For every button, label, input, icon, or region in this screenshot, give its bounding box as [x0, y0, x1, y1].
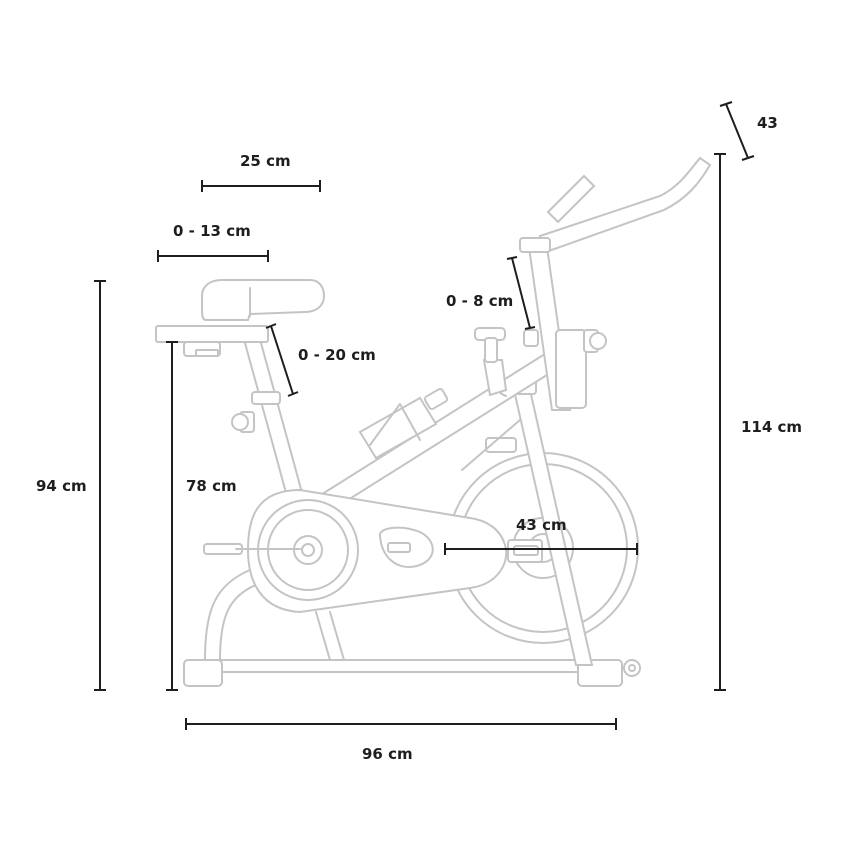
bike-outline	[155, 156, 712, 687]
top-tube	[298, 350, 560, 522]
handlebars	[519, 156, 712, 254]
length-label: 96 cm	[362, 745, 413, 763]
handlebar-depth-line	[719, 101, 755, 161]
seat-length-line	[201, 180, 321, 192]
handlebar-adjust-label: 0 - 8 cm	[446, 292, 514, 310]
flywheel-label: 43 cm	[516, 516, 567, 534]
seat-length-label: 25 cm	[240, 152, 291, 170]
seat-min-height-line	[166, 341, 178, 691]
seat-horizontal-adjust-label: 0 - 13 cm	[173, 222, 251, 240]
max-height-line	[714, 153, 726, 691]
bottle-cage	[358, 388, 449, 460]
seat-max-height-label: 94 cm	[36, 477, 87, 495]
handlebar-adjust-line	[506, 256, 536, 330]
base-frame	[183, 569, 641, 687]
seat-post	[231, 331, 306, 501]
seat-vertical-line	[265, 323, 299, 397]
resistance-knob	[474, 327, 506, 363]
dimension-lines	[94, 101, 755, 730]
length-line	[185, 718, 617, 730]
max-height-label: 114 cm	[741, 418, 803, 436]
saddle	[155, 279, 326, 357]
seat-min-height-label: 78 cm	[186, 477, 237, 495]
seat-max-height-line	[94, 280, 106, 691]
chain-guard	[246, 488, 508, 614]
flywheel-line	[444, 543, 638, 555]
seat-horizontal-line	[157, 250, 269, 262]
lower-tube	[315, 611, 345, 661]
pedal-crank	[203, 539, 543, 563]
handlebar-depth-label: 43	[757, 114, 778, 132]
seat-vertical-adjust-label: 0 - 20 cm	[298, 346, 376, 364]
